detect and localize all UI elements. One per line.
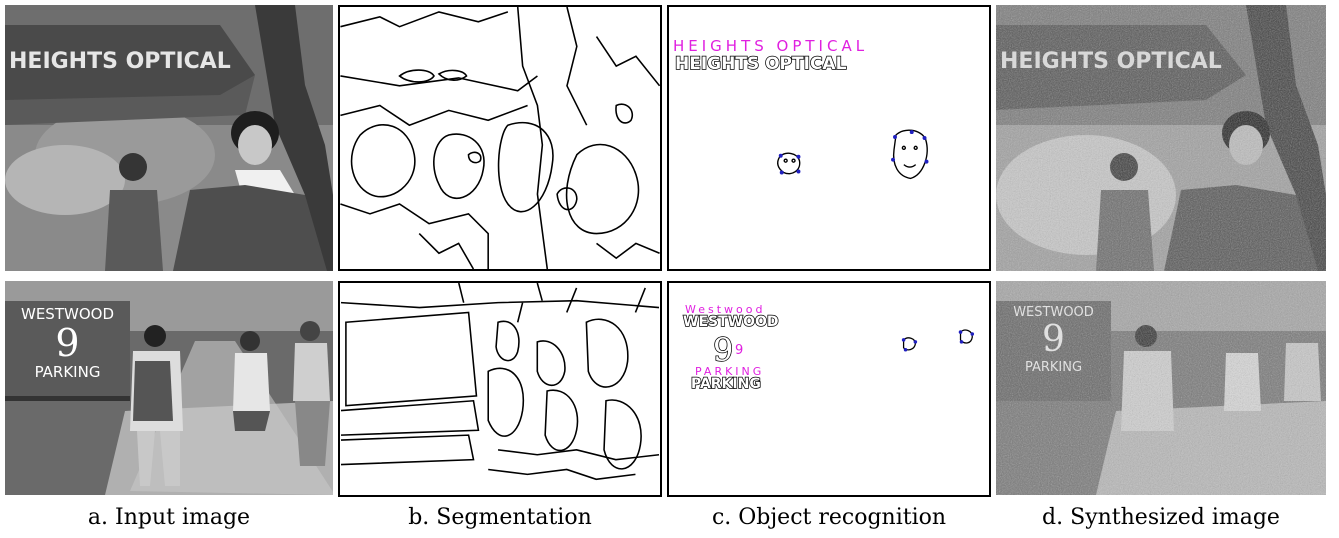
caption-input-image: a. Input image <box>87 505 251 530</box>
input-image-top: HEIGHTS OPTICAL <box>5 5 333 271</box>
recognized-text-outline: HEIGHTS OPTICAL <box>674 53 847 75</box>
synthesized-image-top: HEIGHTS OPTICAL <box>996 5 1326 271</box>
sign-line-3: PARKING <box>34 363 101 381</box>
segmentation-contours-top <box>340 7 660 269</box>
awning-text: HEIGHTS OPTICAL <box>9 49 231 74</box>
synth-photo-top <box>996 5 1326 271</box>
input-image-bottom: WESTWOOD 9 PARKING <box>5 281 333 495</box>
recognized-word-westwood: Westwood <box>685 303 766 316</box>
object-recognition-bottom: Westwood WESTWOOD 9 9 PARKING PARKING <box>667 281 991 497</box>
detected-faces-bottom <box>901 329 975 352</box>
segmentation-top <box>338 5 662 271</box>
caption-synthesized-image: d. Synthesized image <box>1042 505 1280 530</box>
sign-line-2: 9 <box>55 321 80 365</box>
segmentation-bottom <box>338 281 662 497</box>
caption-segmentation: b. Segmentation <box>408 505 592 530</box>
object-recognition-top: HEIGHTS OPTICAL HEIGHTS OPTICAL <box>667 5 991 271</box>
caption-object-recognition: c. Object recognition <box>711 505 947 530</box>
synth-sign-line-2: 9 <box>1042 319 1065 360</box>
detected-faces-top <box>777 129 929 180</box>
synth-photo-bottom <box>996 281 1326 495</box>
input-photo-bottom <box>5 281 333 495</box>
segmentation-contours-bottom <box>340 283 660 481</box>
synth-sign-line-1: WESTWOOD <box>1013 305 1094 320</box>
synth-awning-text: HEIGHTS OPTICAL <box>1000 49 1222 74</box>
synth-sign-line-3: PARKING <box>1024 360 1083 375</box>
outline-parking: PARKING <box>690 375 761 393</box>
synth-parking-sign: WESTWOOD 9 PARKING <box>996 305 1111 375</box>
outline-digit-9: 9 <box>712 330 734 370</box>
recognized-word-parking: PARKING <box>695 365 765 378</box>
synthesized-image-bottom: WESTWOOD 9 PARKING <box>996 281 1326 495</box>
outline-westwood: WESTWOOD <box>682 313 779 331</box>
input-photo-top <box>5 5 333 271</box>
parking-sign: WESTWOOD 9 PARKING <box>5 305 130 381</box>
recognized-digit-9: 9 <box>735 343 744 358</box>
recognized-text-label: HEIGHTS OPTICAL <box>673 37 869 55</box>
sign-line-1: WESTWOOD <box>21 305 114 323</box>
